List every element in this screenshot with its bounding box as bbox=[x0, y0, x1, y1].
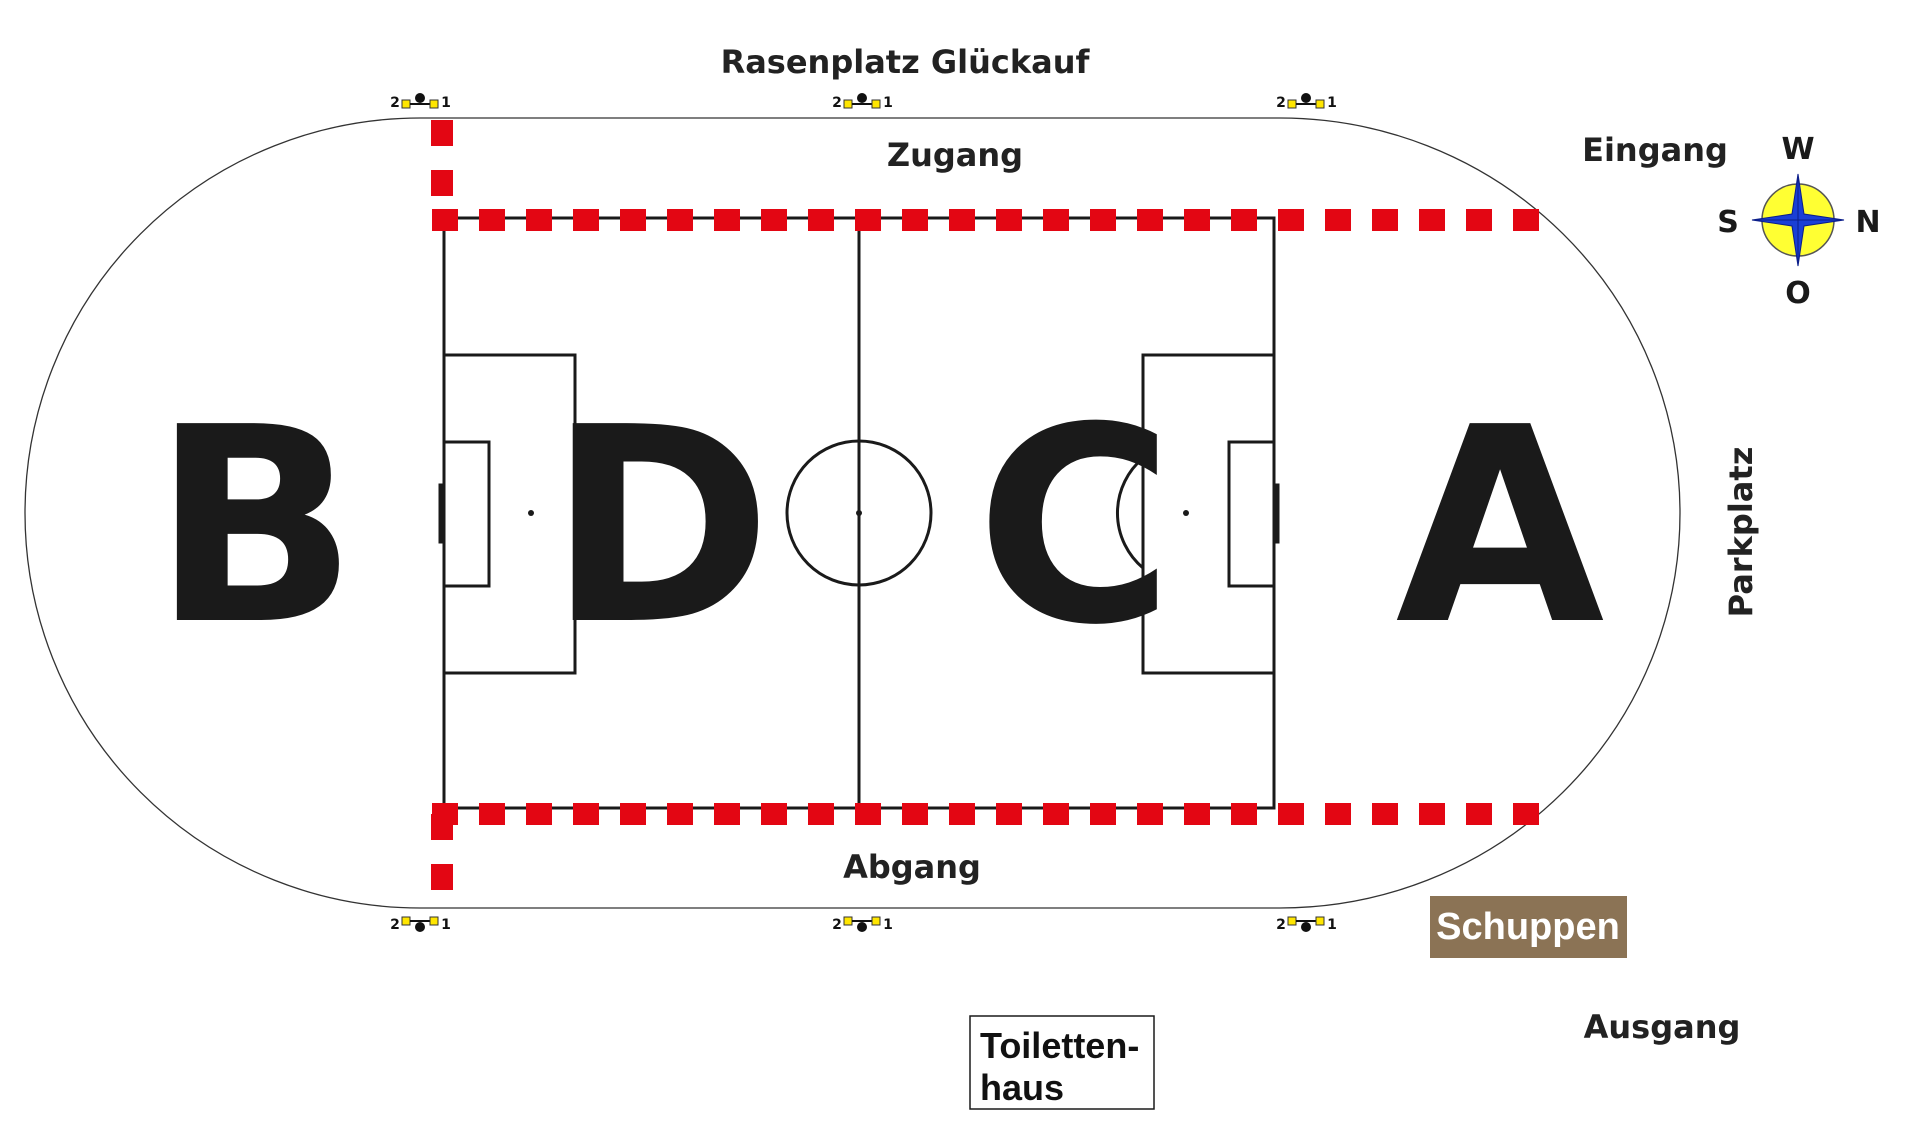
compass-label-south: S bbox=[1717, 205, 1739, 240]
post-num-left: 2 bbox=[832, 917, 842, 933]
post-dot bbox=[1301, 922, 1311, 932]
track-outline bbox=[24, 117, 1681, 909]
schuppen-building: Schuppen bbox=[1430, 896, 1627, 958]
post-num-right: 1 bbox=[883, 95, 893, 111]
center-circle bbox=[785, 439, 933, 587]
post-num-right: 1 bbox=[441, 95, 451, 111]
post-flag-right bbox=[871, 916, 881, 926]
post-marker-top-left: 2 1 bbox=[390, 93, 451, 111]
schuppen-box bbox=[1430, 896, 1627, 958]
post-dot bbox=[857, 93, 867, 103]
post-num-left: 2 bbox=[390, 95, 400, 111]
right-penalty-spot bbox=[1183, 510, 1189, 516]
post-num-left: 2 bbox=[1276, 917, 1286, 933]
post-num-right: 1 bbox=[441, 917, 451, 933]
post-flag-right bbox=[871, 99, 881, 109]
eingang-label: Eingang bbox=[1582, 131, 1728, 169]
post-flag-left bbox=[843, 99, 853, 109]
toilet-building: Toiletten- haus bbox=[969, 1015, 1155, 1110]
field-label-d: D bbox=[548, 369, 772, 684]
compass-label-east: O bbox=[1785, 276, 1811, 311]
page-title: Rasenplatz Glückauf bbox=[721, 43, 1091, 81]
post-flag-left bbox=[1287, 99, 1297, 109]
compass-label-west: W bbox=[1781, 132, 1814, 167]
zugang-label: Zugang bbox=[887, 136, 1023, 174]
center-spot bbox=[856, 510, 862, 516]
post-num-left: 2 bbox=[832, 95, 842, 111]
left-penalty-spot bbox=[528, 510, 534, 516]
post-dot bbox=[415, 922, 425, 932]
abgang-label: Abgang bbox=[843, 848, 981, 886]
compass-label-north: N bbox=[1855, 205, 1880, 240]
post-marker-bottom-left: 2 1 bbox=[390, 916, 451, 933]
post-flag-left bbox=[843, 916, 853, 926]
toilet-label-line1: Toiletten- bbox=[980, 1025, 1139, 1066]
right-goal-area bbox=[1227, 440, 1276, 588]
post-marker-bottom-right: 2 1 bbox=[1276, 916, 1337, 933]
post-marker-top-center: 2 1 bbox=[832, 93, 893, 111]
compass-rose: W O S N bbox=[1717, 132, 1880, 311]
right-goal bbox=[1272, 483, 1280, 544]
post-marker-bottom-center: 2 1 bbox=[832, 916, 893, 933]
post-dot bbox=[1301, 93, 1311, 103]
field-label-c: C bbox=[976, 369, 1174, 684]
post-num-right: 1 bbox=[883, 917, 893, 933]
post-num-right: 1 bbox=[1327, 917, 1337, 933]
post-marker-top-right: 2 1 bbox=[1276, 93, 1337, 111]
post-flag-right bbox=[429, 916, 439, 926]
post-dot bbox=[415, 93, 425, 103]
red-boundary bbox=[431, 120, 1556, 912]
post-flag-right bbox=[1315, 99, 1325, 109]
post-flag-left bbox=[1287, 916, 1297, 926]
post-flag-left bbox=[401, 916, 411, 926]
ausgang-label: Ausgang bbox=[1584, 1008, 1741, 1046]
right-penalty-arc bbox=[1115, 456, 1144, 570]
left-penalty-arc bbox=[574, 456, 603, 570]
field-label-a: A bbox=[1396, 369, 1607, 684]
toilet-box bbox=[969, 1015, 1155, 1110]
left-goal bbox=[438, 483, 446, 544]
field-label-b: B bbox=[152, 369, 358, 684]
post-flag-right bbox=[429, 99, 439, 109]
post-dot bbox=[857, 922, 867, 932]
schuppen-label: Schuppen bbox=[1436, 906, 1620, 948]
left-goal-area bbox=[442, 440, 491, 588]
toilet-label-line2: haus bbox=[980, 1067, 1064, 1108]
post-num-left: 2 bbox=[1276, 95, 1286, 111]
post-flag-left bbox=[401, 99, 411, 109]
parkplatz-label: Parkplatz bbox=[1722, 447, 1760, 618]
post-num-left: 2 bbox=[390, 917, 400, 933]
post-num-right: 1 bbox=[1327, 95, 1337, 111]
post-flag-right bbox=[1315, 916, 1325, 926]
